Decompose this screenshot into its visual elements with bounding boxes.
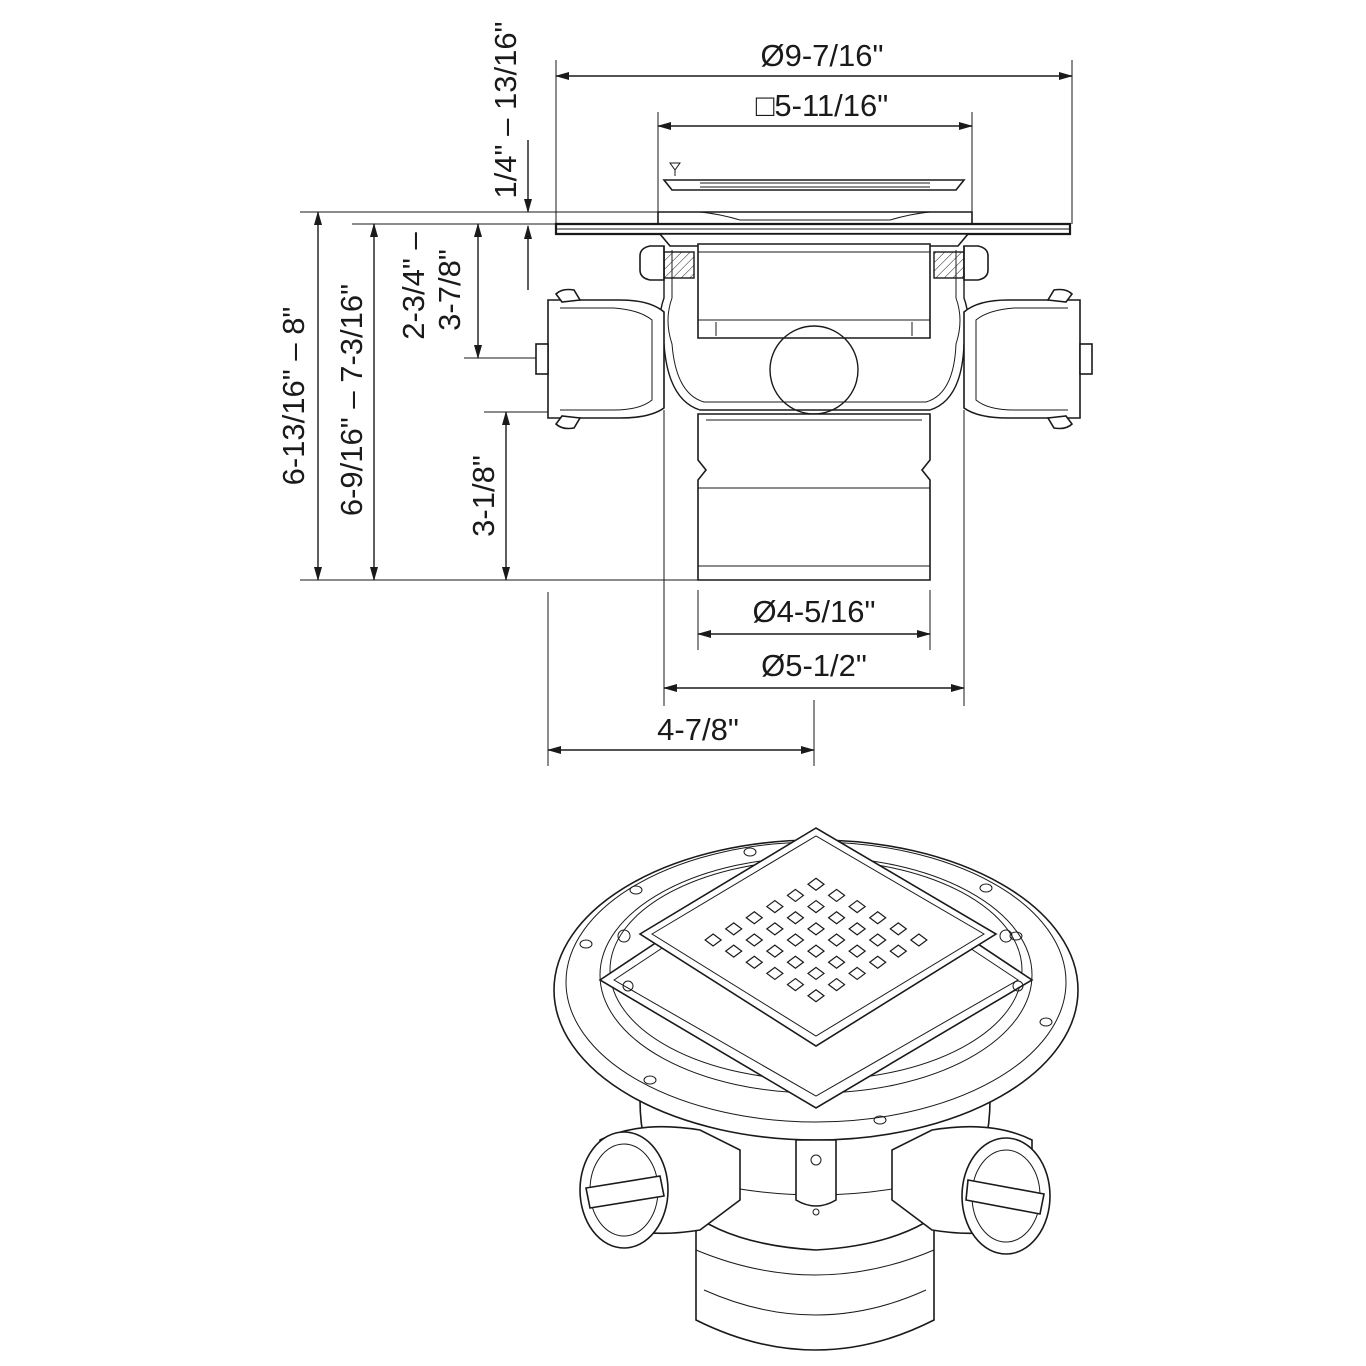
grate-slot [827,955,846,970]
grate-slot [807,944,825,958]
grate-slot [745,910,764,925]
side-inlet-offset-label: 4-7/8" [657,712,739,747]
side-inlet-height-label-line2: 3-7/8" [432,249,467,331]
grate-slot [745,933,764,947]
grate-slot [786,888,805,903]
grate-slot [724,944,743,958]
grate-slot [807,877,825,892]
grate-slot [807,966,825,981]
grate-slot [848,944,867,958]
section-view [535,162,1093,581]
side-inlet-height-label-line1: 2-3/4" – [396,231,431,339]
grate-height-label: 1/4" – 13/16" [488,21,523,198]
grate-slot-pattern [704,877,928,1003]
grate-slot [889,944,908,958]
grate-slot [765,899,784,914]
grate-slot [848,966,867,981]
grate-slot [786,977,805,992]
flange-diameter-label: Ø9-7/16" [760,38,883,73]
grate-slot [868,933,887,947]
isometric-view [553,827,1079,1351]
grate-slot [765,944,784,958]
height-to-outlet-label: 6-9/16" – 7-3/16" [334,284,369,516]
grate-slot [848,922,867,936]
grate-slot [807,899,825,914]
outlet-diameter-inner-label: Ø4-5/16" [752,594,875,629]
outlet-diameter-outer-label: Ø5-1/2" [761,648,867,683]
outlet-height-label: 3-1/8" [466,455,501,537]
grate-slot [807,922,825,936]
overall-height-label: 6-13/16" – 8" [276,307,311,486]
grate-slot [909,933,928,947]
grate-slot [868,955,887,970]
grate-slot [827,977,846,992]
grate-square-label: □5-11/16" [756,88,889,123]
grate-slot [827,888,846,903]
grate-slot [848,899,867,914]
grate-slot [868,910,887,925]
dimension-labels: Ø9-7/16" □5-11/16" Ø4-5/16" Ø5-1/2" 4-7/… [276,21,888,747]
grate-slot [704,933,723,947]
grate-slot [745,955,764,970]
grate-slot [786,910,805,925]
grate-slot [786,933,805,947]
grate-slot [827,910,846,925]
grate-slot [765,966,784,981]
grate-slot [786,955,805,970]
dimension-lines [300,60,1073,766]
grate-slot [889,922,908,936]
grate-slot [806,988,826,1003]
grate-slot [724,922,743,936]
grate-slot [765,922,784,936]
grate-slot [827,933,846,947]
